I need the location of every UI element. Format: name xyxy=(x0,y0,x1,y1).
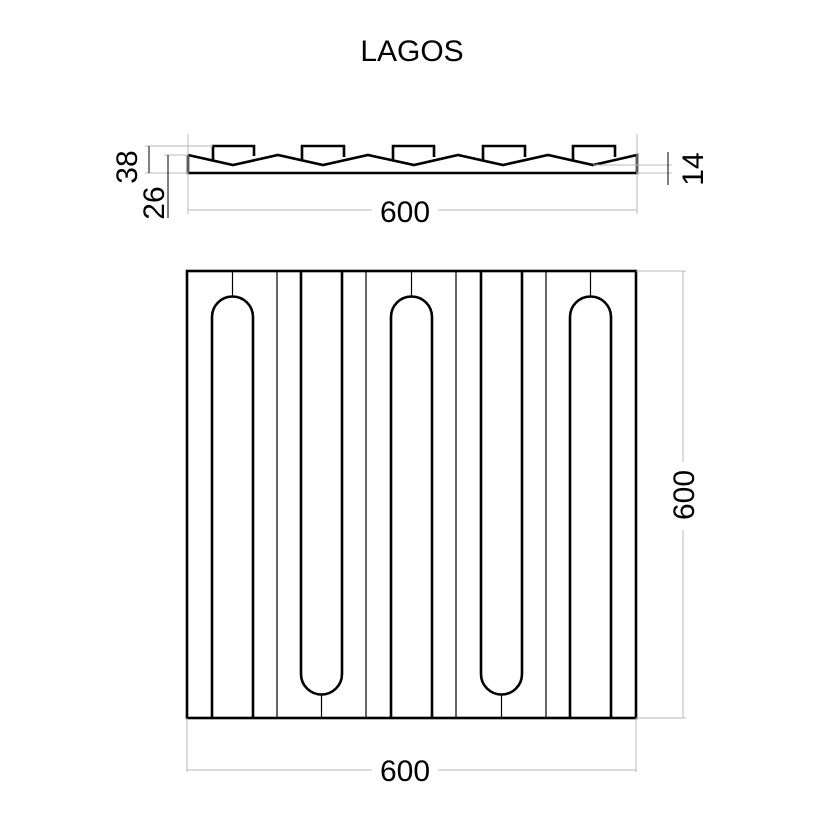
profile-ribs xyxy=(211,144,617,161)
plan-width-label: 600 xyxy=(380,755,430,788)
tile-outline xyxy=(185,269,638,720)
profile-width-label: 600 xyxy=(380,196,430,229)
total-height-label: 38 xyxy=(111,150,144,183)
plan-view: 600 600 xyxy=(185,269,701,788)
drawing-title: LAGOS xyxy=(360,35,463,68)
downward-slots xyxy=(299,271,524,718)
groove-depth-label: 14 xyxy=(677,152,710,185)
profile-outline xyxy=(186,153,639,175)
plan-height-label: 600 xyxy=(668,470,701,520)
base-height-label: 26 xyxy=(138,186,171,219)
separator-lines xyxy=(276,271,547,718)
profile-view: 600 38 26 14 xyxy=(111,134,710,229)
upward-slots xyxy=(210,271,613,718)
